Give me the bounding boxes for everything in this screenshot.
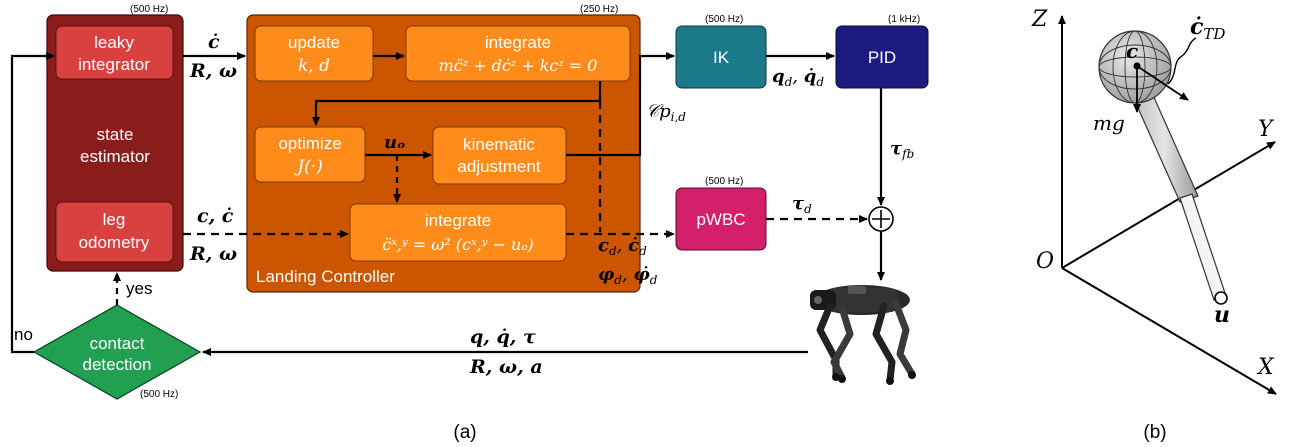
signal-tau-fb: τfb	[890, 138, 914, 161]
c-td-label: ċTD	[1190, 14, 1225, 43]
contact-detection-diamond	[32, 304, 202, 400]
caption-b: (b)	[1143, 422, 1166, 443]
y-axis	[1061, 141, 1276, 269]
kinematic-adjustment-label-2: adjustment	[457, 157, 540, 176]
axis-z-label: Z	[1031, 7, 1048, 32]
signal-tau-d: τd	[792, 193, 812, 216]
integrate-xy-box	[349, 203, 567, 262]
signal-uo: uₒ	[384, 132, 406, 153]
signal-c-cdot: c, ċ	[197, 205, 234, 227]
contact-detection-label-2: detection	[83, 355, 152, 374]
optimize-label-1: optimize	[278, 134, 341, 153]
state-estimator-label-2: estimator	[80, 147, 150, 166]
optimize-label-2: J(·)	[294, 157, 322, 177]
no-feedback-line	[10, 52, 55, 354]
state-estimator-freq: (500 Hz)	[130, 4, 168, 15]
quadruped-robot-image	[810, 285, 916, 385]
integrate-z-label-2: mc̈ᶻ + dċᶻ + kcᶻ = 0	[439, 56, 598, 75]
pendulum-diagram: Z Y X O ċTD c mg u	[1031, 7, 1277, 395]
landing-controller-title: Landing Controller	[256, 267, 395, 286]
pid-label: PID	[868, 48, 896, 67]
signal-qd: qd, q̇d	[772, 66, 824, 89]
landing-controller-freq: (250 Hz)	[580, 4, 618, 15]
integrate-z-label-1: integrate	[485, 33, 551, 52]
update-box	[254, 25, 374, 82]
signal-phi: φd, φ̇d	[598, 264, 658, 287]
leaky-integrator-label-2: integrator	[78, 55, 150, 74]
signal-q-line-2: R, ω, a	[469, 356, 543, 378]
signal-cd: cd, ċd	[598, 235, 647, 258]
c-label: c	[1126, 39, 1138, 63]
leg-odometry-box	[55, 201, 174, 263]
integrate-xy-label-1: integrate	[425, 211, 491, 230]
signal-cp: 𝒞pi,d	[646, 101, 686, 124]
axis-x-label: X	[1256, 355, 1275, 380]
signal-r-omega-2: R, ω	[189, 243, 237, 265]
pwbc-freq: (500 Hz)	[705, 176, 743, 187]
ik-label: IK	[713, 48, 730, 67]
kinematic-adjustment-label-1: kinematic	[463, 135, 535, 154]
yes-label: yes	[126, 279, 152, 298]
caption-a: (a)	[453, 422, 476, 443]
leaky-integrator-label-1: leaky	[94, 33, 134, 52]
contact-detection-freq: (500 Hz)	[140, 389, 178, 400]
integrate-z-box	[405, 25, 631, 82]
integrate-xy-label-2: c̈ˣ,ʸ = ω² (cˣ,ʸ − uₒ)	[382, 235, 533, 254]
signal-c-dot: ċ	[208, 31, 220, 53]
x-axis	[1061, 267, 1277, 395]
signal-q-line-1: q, q̇, τ	[470, 326, 536, 348]
leg-odometry-label-1: leg	[103, 210, 126, 229]
integrate-to-optimize-arrow	[312, 81, 602, 126]
kinematic-to-ik-arrow	[566, 52, 675, 157]
origin-label: O	[1036, 249, 1054, 274]
pwbc-label: pWBC	[696, 210, 745, 229]
foot-point	[1214, 291, 1228, 305]
state-estimator-label-1: state	[97, 125, 134, 144]
ik-freq: (500 Hz)	[705, 14, 743, 25]
velocity-arrow	[1136, 65, 1189, 101]
u-label: u	[1214, 302, 1230, 328]
leg-odometry-label-2: odometry	[79, 233, 150, 252]
signal-r-omega: R, ω	[189, 60, 237, 82]
update-label-2: k, d	[298, 56, 330, 76]
no-label: no	[14, 325, 33, 344]
pid-freq: (1 kHz)	[888, 14, 920, 25]
contact-detection-label-1: contact	[90, 334, 145, 353]
update-label-1: update	[288, 33, 340, 52]
leaky-integrator-box	[55, 25, 174, 80]
axis-y-label: Y	[1258, 117, 1275, 142]
mg-label: mg	[1093, 111, 1125, 135]
